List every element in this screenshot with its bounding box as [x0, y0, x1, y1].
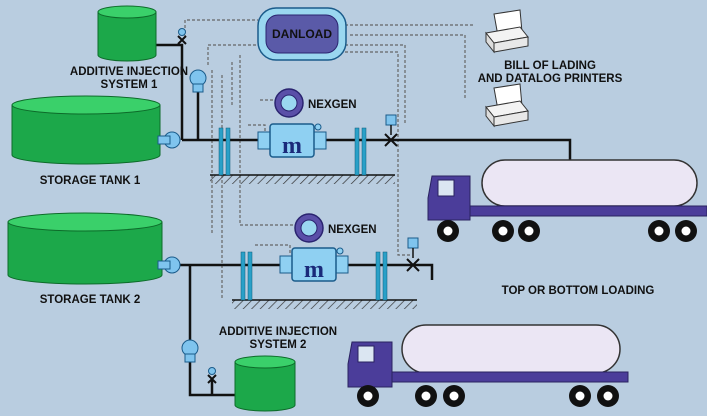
tanker-truck-1 — [427, 159, 707, 242]
tanker-truck-2 — [347, 324, 629, 407]
additive-injection-1-line-1: ADDITIVE INJECTION — [69, 66, 189, 78]
printers-label: BILL OF LADING AND DATALOG PRINTERS — [470, 60, 630, 86]
pump-tank-1 — [157, 131, 181, 149]
additive-tank-2 — [234, 355, 296, 412]
additive-injection-1-line-2: SYSTEM 1 — [100, 79, 158, 91]
additive-injection-2-label: ADDITIVE INJECTION SYSTEM 2 — [212, 326, 344, 352]
danload-label: DANLOAD — [272, 27, 332, 41]
nexgen-transmitter-2 — [294, 213, 324, 243]
additive-tank-1 — [97, 5, 157, 62]
valve-additive-1 — [177, 28, 187, 45]
storage-tank-1 — [11, 95, 161, 165]
storage-tank-2 — [7, 212, 163, 285]
additive-injection-2-line-1: ADDITIVE INJECTION — [218, 326, 338, 338]
nexgen-1-label: NEXGEN — [308, 99, 357, 111]
meter-run-2 — [232, 247, 417, 309]
printers-label-line-2: AND DATALOG PRINTERS — [477, 73, 623, 85]
pump-additive-1 — [189, 69, 207, 93]
printers-label-line-1: BILL OF LADING — [504, 60, 596, 72]
nexgen-2-label: NEXGEN — [328, 224, 377, 236]
pump-tank-2 — [157, 256, 181, 274]
danload-controller — [257, 7, 347, 61]
storage-tank-2-label: STORAGE TANK 2 — [39, 294, 141, 306]
additive-injection-1-label: ADDITIVE INJECTION SYSTEM 1 — [64, 66, 194, 92]
control-valve-1 — [384, 114, 398, 147]
meter-1-logo: m — [282, 133, 302, 159]
storage-tank-1-label: STORAGE TANK 1 — [39, 175, 141, 187]
meter-2-logo: m — [304, 257, 324, 283]
printer-1 — [485, 9, 529, 54]
printer-2 — [485, 83, 529, 128]
signal-wiring — [184, 19, 475, 300]
meter-run-1 — [210, 123, 395, 184]
loading-label: TOP OR BOTTOM LOADING — [501, 285, 655, 297]
pump-additive-2 — [181, 339, 199, 363]
valve-additive-2 — [207, 367, 217, 384]
additive-injection-2-line-2: SYSTEM 2 — [249, 339, 307, 351]
control-valve-2 — [406, 237, 420, 272]
nexgen-transmitter-1 — [274, 88, 304, 118]
